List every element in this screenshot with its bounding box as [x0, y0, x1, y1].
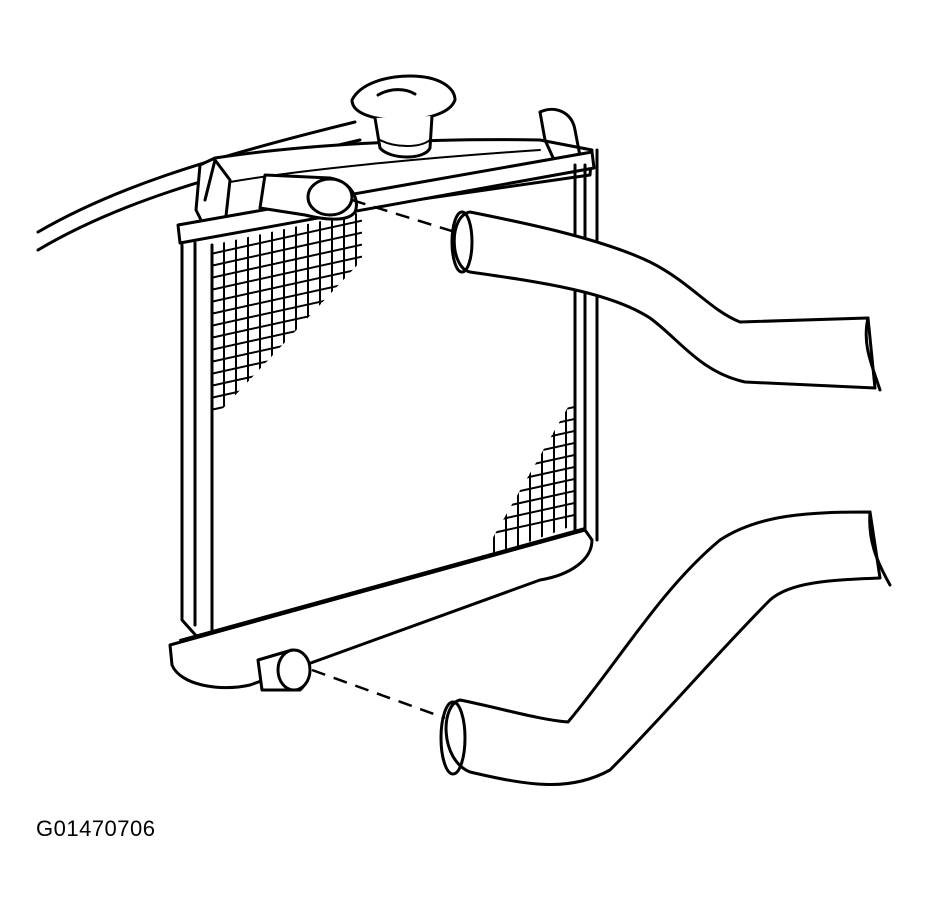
- fin-line: [212, 398, 362, 420]
- fin-line: [480, 440, 575, 467]
- fin-line: [480, 404, 575, 431]
- fin-line: [480, 488, 575, 515]
- radiator-lower-tank: [168, 527, 594, 690]
- upper-radiator-hose: [452, 210, 882, 392]
- fin-line: [470, 310, 580, 334]
- fin-line: [212, 218, 362, 255]
- fin-line: [480, 428, 575, 455]
- fin-line: [480, 416, 575, 443]
- upper-alignment-dashes: [351, 198, 456, 234]
- fin-line: [470, 370, 580, 394]
- fin-line: [480, 452, 575, 479]
- fin-line: [480, 395, 575, 419]
- fin-line: [470, 286, 580, 310]
- lower-outlet-neck: [256, 648, 312, 692]
- fin-line: [470, 298, 580, 322]
- fin-line: [470, 334, 580, 358]
- fin-line: [470, 322, 580, 346]
- lower-radiator-hose: [444, 510, 892, 787]
- fin-line: [480, 500, 575, 527]
- fin-line: [470, 346, 580, 370]
- lower-alignment-dashes: [311, 668, 446, 720]
- figure-id-label: G01470706: [36, 816, 156, 841]
- fin-line: [212, 254, 362, 291]
- fin-line: [480, 464, 575, 491]
- fin-line: [212, 242, 362, 279]
- fin-line: [212, 230, 362, 267]
- fin-line: [212, 266, 362, 303]
- radiator-cap: [350, 74, 457, 159]
- radiator-top-header: [176, 150, 596, 245]
- fin-line: [480, 476, 575, 503]
- fin-line: [470, 358, 580, 382]
- upper-inlet-neck: [258, 173, 358, 221]
- fin-line: [480, 395, 575, 407]
